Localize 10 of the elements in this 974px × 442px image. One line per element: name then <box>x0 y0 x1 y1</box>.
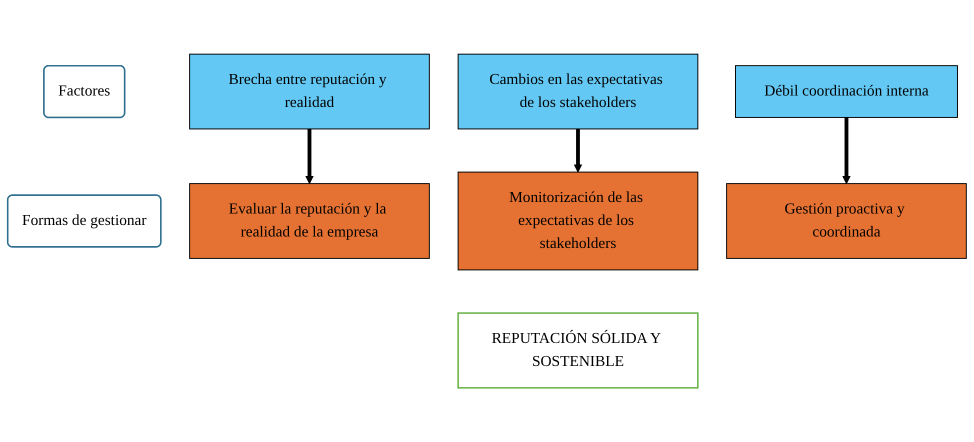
node-box: Cambios en las expectativas de los stakeholders <box>458 54 698 130</box>
arrow <box>305 128 314 184</box>
arrow <box>842 117 851 184</box>
node-box: Monitorización de las expectativas de los stakeholders <box>458 172 698 270</box>
node-box: Brecha entre reputación y realidad <box>189 54 430 130</box>
node-box: Débil coordinación interna <box>735 65 958 118</box>
node-box: Evaluar la reputación y la realidad de la empresa <box>189 183 430 259</box>
node-box: REPUTACIÓN SÓLIDA Y SOSTENIBLE <box>457 312 699 389</box>
arrow <box>574 128 582 172</box>
node-box: Gestión proactiva y coordinada <box>726 183 967 259</box>
